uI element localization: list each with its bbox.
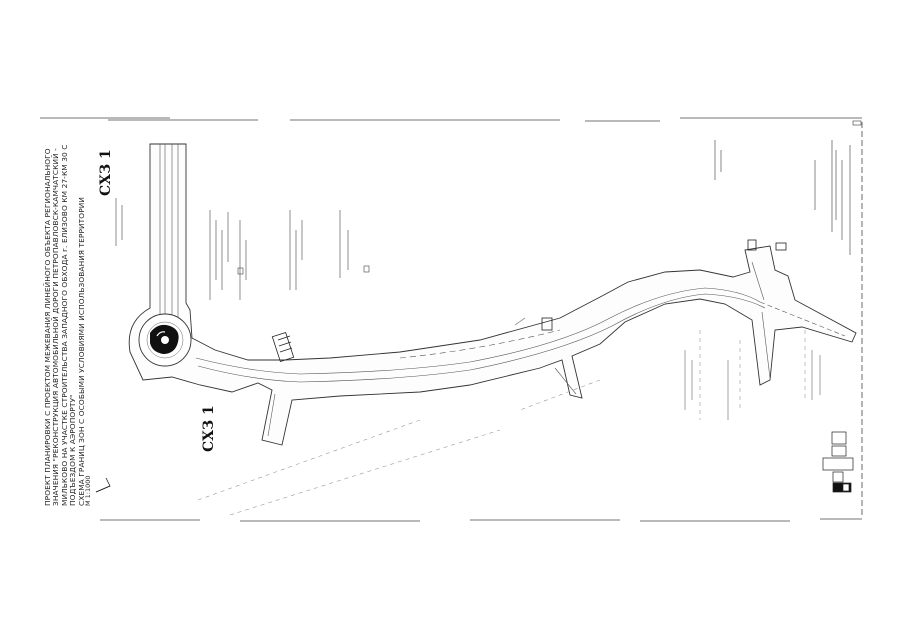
- title-line-5: СХЕМА ГРАНИЦ ЗОН С ОСОБЫМИ УСЛОВИЯМИ ИСП…: [76, 196, 86, 506]
- road-corridor: [128, 143, 857, 446]
- side-notes: [514, 317, 821, 420]
- north-arrow-icon: [95, 477, 111, 493]
- zone-label-top: СХЗ 1: [98, 149, 114, 196]
- crossing-structures: [271, 239, 787, 363]
- legend-block: [115, 198, 370, 300]
- sheet-title: ПРОЕКТ ПЛАНИРОВКИ С ПРОЕКТОМ МЕЖЕВАНИЯ Л…: [43, 114, 86, 506]
- scale-label: М 1:1000: [84, 475, 92, 506]
- sheet-frame: [40, 117, 863, 522]
- zone-label-bottom: СХЗ 1: [201, 405, 217, 452]
- title-stamp: [822, 431, 854, 493]
- zone-boundaries: [197, 330, 806, 516]
- margin-stamp-top: [714, 120, 862, 255]
- road-lanes: [159, 144, 846, 437]
- roundabout: [138, 313, 192, 367]
